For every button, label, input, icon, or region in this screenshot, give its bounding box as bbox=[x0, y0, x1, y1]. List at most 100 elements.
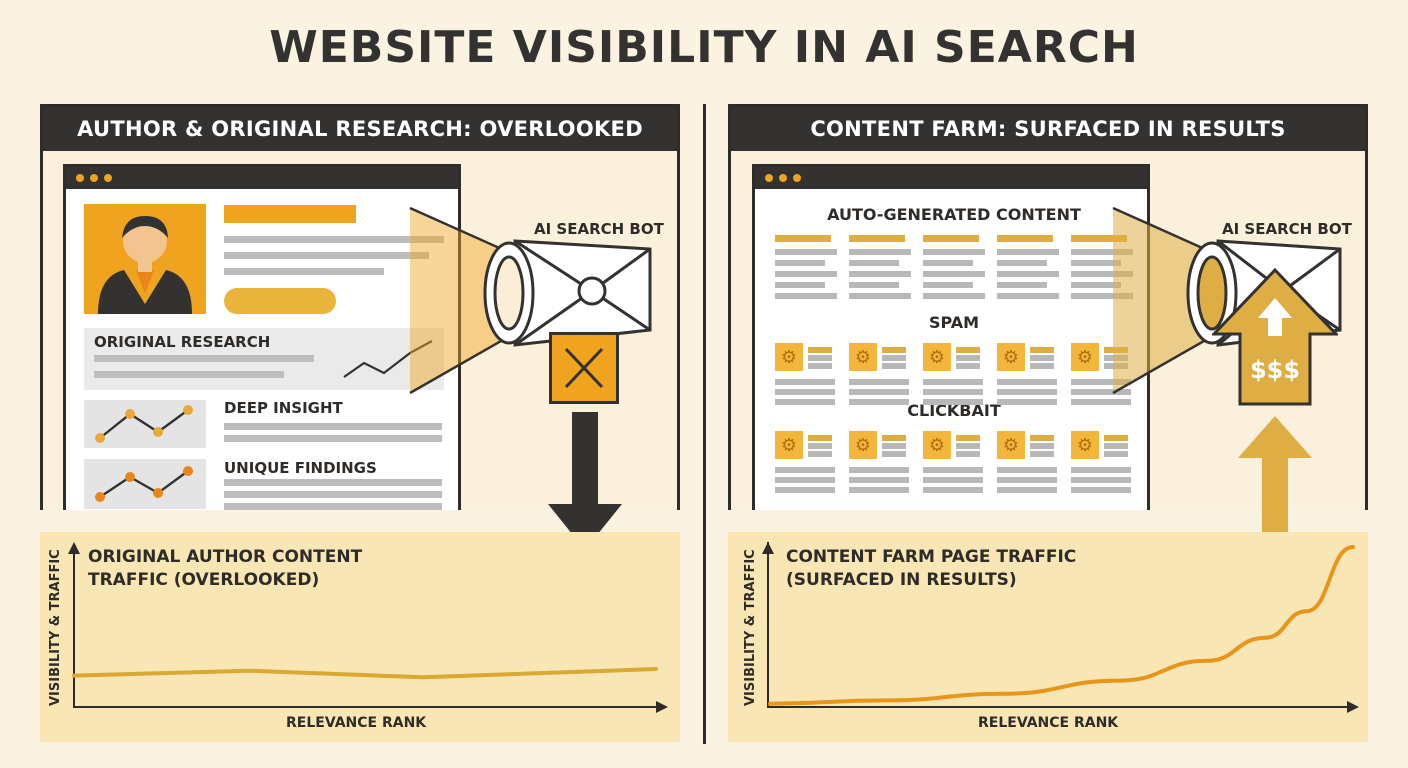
text-line bbox=[849, 467, 909, 473]
text-line bbox=[956, 435, 980, 441]
text-line bbox=[1030, 435, 1054, 441]
text-line bbox=[1030, 355, 1054, 361]
text-line bbox=[923, 249, 985, 255]
text-line bbox=[94, 355, 314, 362]
text-line bbox=[923, 389, 983, 395]
section-label: CLICKBAIT bbox=[907, 401, 1001, 420]
gear-icon: ⚙ bbox=[775, 431, 803, 459]
blocked-x-icon bbox=[549, 332, 619, 404]
down-arrow-icon bbox=[548, 412, 622, 550]
window-dot bbox=[765, 174, 773, 182]
text-line bbox=[1071, 389, 1131, 395]
up-arrow-icon bbox=[1238, 416, 1312, 550]
gear-icon: ⚙ bbox=[923, 431, 951, 459]
text-line bbox=[849, 249, 911, 255]
text-line bbox=[1030, 451, 1054, 457]
x-axis-label: RELEVANCE RANK bbox=[286, 715, 427, 731]
column-heading-bar bbox=[923, 235, 979, 242]
text-line bbox=[956, 347, 980, 353]
text-line bbox=[775, 282, 825, 288]
text-line bbox=[224, 252, 429, 259]
column-heading-bar bbox=[997, 235, 1053, 242]
text-line bbox=[1071, 477, 1131, 483]
bot-label: AI SEARCH BOT bbox=[1222, 220, 1352, 238]
text-line bbox=[1071, 260, 1121, 266]
text-line bbox=[1071, 379, 1131, 385]
text-line bbox=[882, 355, 906, 361]
bot-label: AI SEARCH BOT bbox=[534, 220, 664, 238]
text-line bbox=[956, 451, 980, 457]
text-line bbox=[997, 282, 1047, 288]
text-line bbox=[882, 363, 906, 369]
section-label: SPAM bbox=[928, 313, 980, 332]
text-line bbox=[1030, 443, 1054, 449]
x-axis-label: RELEVANCE RANK bbox=[978, 715, 1119, 731]
text-line bbox=[775, 293, 837, 299]
gear-icon: ⚙ bbox=[775, 343, 803, 371]
text-line bbox=[1071, 487, 1131, 493]
chart-title-line: (SURFACED IN RESULTS) bbox=[786, 570, 1017, 590]
section-label: DEEP INSIGHT bbox=[224, 399, 343, 417]
page-title: WEBSITE VISIBILITY IN AI SEARCH bbox=[269, 22, 1139, 73]
text-line bbox=[1071, 282, 1121, 288]
text-line bbox=[849, 271, 911, 277]
column-heading-bar bbox=[775, 235, 831, 242]
chart-title-line: TRAFFIC (OVERLOOKED) bbox=[88, 570, 320, 590]
chart-thumbnail bbox=[84, 400, 206, 448]
window-dot bbox=[76, 174, 84, 182]
headline-bar bbox=[224, 205, 356, 223]
text-line bbox=[775, 389, 835, 395]
line-chart bbox=[762, 542, 1359, 713]
column-heading-bar bbox=[1071, 235, 1127, 242]
text-line bbox=[1071, 467, 1131, 473]
text-line bbox=[775, 487, 835, 493]
up-arrow-icon bbox=[1212, 268, 1338, 406]
chart-title: CONTENT FARM PAGE TRAFFIC (SURFACED IN R… bbox=[786, 546, 1076, 592]
text-line bbox=[849, 260, 899, 266]
text-line bbox=[849, 389, 909, 395]
text-line bbox=[997, 467, 1057, 473]
text-line bbox=[923, 467, 983, 473]
traffic-line-author bbox=[72, 667, 658, 680]
text-line bbox=[849, 399, 909, 405]
text-line bbox=[808, 443, 832, 449]
text-line bbox=[775, 477, 835, 483]
gear-icon: ⚙ bbox=[997, 343, 1025, 371]
browser-titlebar bbox=[755, 167, 1147, 189]
text-line bbox=[997, 249, 1059, 255]
text-line bbox=[849, 487, 909, 493]
window-dot bbox=[779, 174, 787, 182]
section-label: AUTO-GENERATED CONTENT bbox=[827, 205, 1081, 224]
text-line bbox=[94, 371, 284, 378]
chart-title: ORIGINAL AUTHOR CONTENT TRAFFIC (OVERLOO… bbox=[88, 546, 362, 592]
section-label: UNIQUE FINDINGS bbox=[224, 459, 377, 477]
text-line bbox=[224, 491, 442, 498]
text-line bbox=[997, 487, 1057, 493]
text-line bbox=[224, 236, 444, 243]
text-line bbox=[956, 443, 980, 449]
text-line bbox=[1104, 451, 1128, 457]
text-line bbox=[1071, 293, 1133, 299]
text-line bbox=[1071, 399, 1131, 405]
text-line bbox=[224, 423, 442, 430]
text-line bbox=[923, 282, 973, 288]
gear-icon: ⚙ bbox=[923, 343, 951, 371]
text-line bbox=[808, 347, 832, 353]
text-line bbox=[923, 477, 983, 483]
text-line bbox=[997, 477, 1057, 483]
window-dot bbox=[793, 174, 801, 182]
text-line bbox=[849, 293, 911, 299]
text-line bbox=[775, 271, 837, 277]
cta-pill bbox=[224, 288, 336, 314]
text-line bbox=[849, 282, 899, 288]
text-line bbox=[1030, 363, 1054, 369]
text-line bbox=[882, 435, 906, 441]
text-line bbox=[923, 399, 983, 405]
text-line bbox=[997, 271, 1059, 277]
text-line bbox=[997, 399, 1057, 405]
chart-thumbnail bbox=[84, 459, 206, 509]
trend-line-icon bbox=[343, 340, 433, 378]
gear-icon: ⚙ bbox=[997, 431, 1025, 459]
text-line bbox=[923, 271, 985, 277]
text-line bbox=[1071, 249, 1133, 255]
